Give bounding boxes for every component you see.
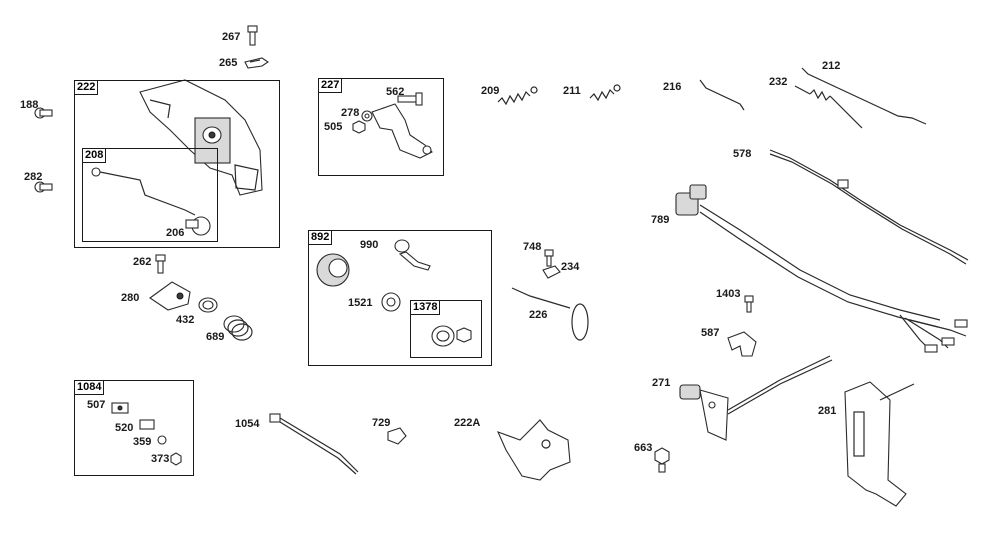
label-232: 232 [769, 76, 788, 88]
part-234-clip [542, 265, 561, 279]
label-280: 280 [121, 292, 140, 304]
part-211-spring [589, 84, 621, 102]
group-box-1378: 1378 [410, 300, 482, 358]
label-282: 282 [24, 171, 43, 183]
part-1378-hardware [431, 325, 472, 347]
label-432: 432 [176, 314, 195, 326]
part-262-bolt [155, 254, 166, 274]
label-373: 373 [151, 453, 170, 465]
label-281: 281 [818, 405, 837, 417]
label-505: 505 [324, 121, 343, 133]
part-507-clip [111, 402, 129, 414]
label-278: 278 [341, 107, 360, 119]
part-208-rod [91, 167, 196, 216]
part-216-rod [699, 79, 745, 111]
part-227-lever [371, 103, 433, 159]
part-789-harness [675, 184, 968, 353]
part-232-spring [794, 85, 863, 129]
part-432-bushing [198, 297, 218, 313]
part-ignition-switch [316, 253, 350, 287]
label-520: 520 [115, 422, 134, 434]
label-990: 990 [360, 239, 379, 251]
group-label-892: 892 [308, 230, 333, 245]
label-1054: 1054 [235, 418, 260, 430]
label-206: 206 [166, 227, 185, 239]
part-209-spring [497, 86, 538, 106]
group-box-227: 227 [318, 78, 444, 176]
label-663: 663 [634, 442, 653, 454]
label-587: 587 [701, 327, 720, 339]
group-box-1084: 1084 [74, 380, 194, 476]
label-265: 265 [219, 57, 238, 69]
group-box-222: 222 [74, 80, 280, 248]
part-587-clamp [727, 331, 757, 357]
label-359: 359 [133, 436, 152, 448]
part-206-knob [185, 216, 211, 236]
group-label-222: 222 [74, 80, 99, 95]
label-562: 562 [386, 86, 405, 98]
label-234: 234 [561, 261, 580, 273]
label-789: 789 [651, 214, 670, 226]
part-1521-nut [381, 292, 401, 312]
part-505-nut [352, 120, 366, 134]
part-373-nut [170, 452, 182, 466]
part-267-bolt [247, 25, 258, 46]
part-1403-bolt [744, 295, 754, 313]
part-212-rod [801, 67, 927, 125]
label-1403: 1403 [716, 288, 741, 300]
part-271-control [679, 355, 833, 441]
part-222A-bracket [496, 419, 571, 481]
label-689: 689 [206, 331, 225, 343]
part-729-clip [387, 427, 407, 445]
part-562-bolt [397, 92, 423, 106]
label-267: 267 [222, 31, 241, 43]
part-226-cable [511, 287, 589, 341]
part-280-bracket [149, 281, 191, 311]
part-188-screw [34, 107, 53, 119]
label-729: 729 [372, 417, 391, 429]
part-359-washer [157, 435, 167, 445]
label-262: 262 [133, 256, 152, 268]
label-212: 212 [822, 60, 841, 72]
label-209: 209 [481, 85, 500, 97]
part-689-spring [223, 315, 253, 341]
part-663-bolt [654, 447, 670, 473]
label-507: 507 [87, 399, 106, 411]
part-520-clip [139, 419, 155, 430]
part-265-clip [244, 57, 269, 69]
part-222-bracket [139, 79, 263, 196]
label-216: 216 [663, 81, 682, 93]
label-271: 271 [652, 377, 671, 389]
part-278-washer [361, 110, 373, 122]
part-748-bolt [544, 249, 554, 267]
group-label-208: 208 [82, 148, 107, 163]
label-1521: 1521 [348, 297, 373, 309]
part-282-screw [34, 181, 53, 193]
label-188: 188 [20, 99, 39, 111]
part-990-key [394, 239, 431, 271]
label-222A: 222A [454, 417, 481, 429]
part-281-panel [844, 381, 915, 507]
label-748: 748 [523, 241, 542, 253]
part-1054-cabletie [269, 413, 359, 475]
label-211: 211 [563, 85, 581, 97]
part-578-cable [769, 149, 969, 265]
label-578: 578 [733, 148, 752, 160]
group-label-1378: 1378 [410, 300, 441, 315]
group-label-1084: 1084 [74, 380, 105, 395]
group-box-892: 892 [308, 230, 492, 366]
label-226: 226 [529, 309, 548, 321]
group-box-208: 208 [82, 148, 218, 242]
group-label-227: 227 [318, 78, 343, 93]
